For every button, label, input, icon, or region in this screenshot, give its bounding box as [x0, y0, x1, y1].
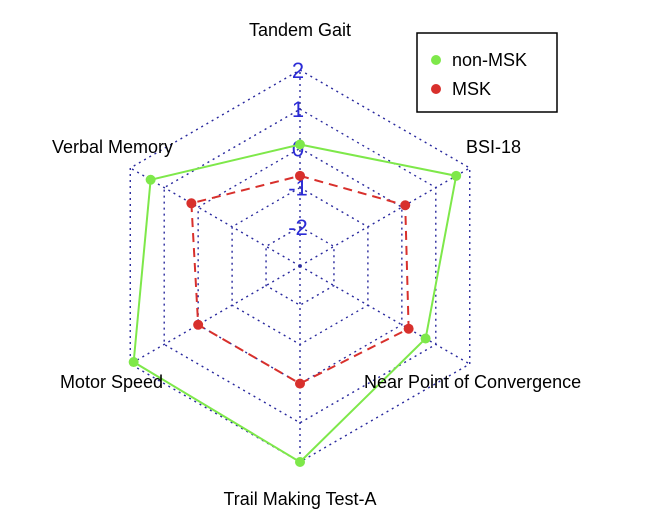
legend: non-MSK MSK [416, 32, 558, 113]
data-point-s0-2 [420, 333, 431, 344]
data-point-s0-0 [295, 139, 305, 150]
legend-marker-msk [431, 84, 441, 94]
data-point-s0-1 [451, 170, 462, 181]
data-point-s0-5 [145, 174, 156, 185]
data-point-s1-0 [295, 170, 305, 181]
axis-label-tandem-gait: Tandem Gait [249, 20, 351, 40]
data-point-s1-2 [403, 323, 414, 334]
tick-label-3: -1 [288, 176, 308, 201]
legend-label-msk: MSK [452, 79, 491, 99]
legend-label-non-msk: non-MSK [452, 50, 527, 70]
grid-spoke-4 [129, 265, 301, 365]
axis-label-near-point-of-convergence: Near Point of Convergence [364, 372, 581, 392]
data-point-s1-1 [400, 200, 411, 211]
data-point-s0-4 [128, 357, 139, 368]
axis-label-verbal-memory: Verbal Memory [52, 137, 173, 157]
grid-spoke-5 [129, 167, 301, 267]
data-point-s1-4 [193, 319, 204, 330]
legend-marker-non-msk [431, 55, 441, 65]
grid-ring-2 [197, 147, 403, 385]
axis-label-trail-making-test-a: Trail Making Test-A [223, 489, 376, 509]
grid-spoke-2 [299, 265, 471, 365]
axis-label-motor-speed: Motor Speed [60, 372, 163, 392]
series-layer [128, 139, 462, 467]
data-point-s1-5 [186, 198, 197, 209]
data-point-s1-3 [295, 378, 305, 389]
legend-box [416, 32, 558, 113]
axis-label-bsi-18: BSI-18 [466, 137, 521, 157]
radar-grid [129, 69, 471, 463]
tick-label-0: 2 [292, 58, 304, 83]
grid-spoke-1 [299, 167, 471, 267]
tick-label-1: 1 [292, 97, 304, 122]
data-point-s0-3 [295, 457, 305, 467]
tick-label-4: -2 [288, 215, 308, 240]
